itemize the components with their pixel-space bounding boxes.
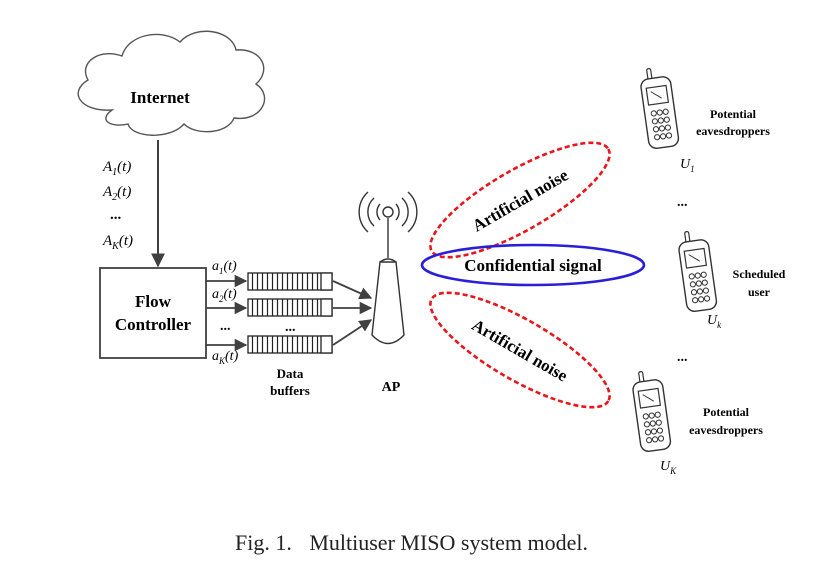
flow-controller-line1: Flow xyxy=(135,292,172,311)
buffers-label-line2: buffers xyxy=(270,383,310,398)
user-bottom-label2: eavesdroppers xyxy=(689,423,763,437)
user-top-label1: Potential xyxy=(710,107,757,121)
caption-figure-number: Fig. 1. xyxy=(234,530,292,555)
artificial-noise-label-top: Artificial noise xyxy=(469,165,572,235)
artificial-noise-beam-bottom xyxy=(429,291,611,409)
user-top-label2: eavesdroppers xyxy=(696,124,770,138)
arrival-ak: AK(t) xyxy=(102,233,133,252)
flow-controller-box xyxy=(99,267,207,359)
user-bottom-symbol: UK xyxy=(660,459,677,476)
access-point-icon xyxy=(358,191,418,345)
phone-icon-middle xyxy=(678,231,718,312)
internet-label: Internet xyxy=(130,88,190,107)
users-ellipsis-1: ... xyxy=(677,195,688,210)
data-buffer-1 xyxy=(247,272,333,291)
user-top-symbol: U1 xyxy=(680,157,695,174)
admission-a2: a2(t) xyxy=(212,287,237,304)
user-middle-symbol: Uk xyxy=(707,313,722,330)
arrival-a1: A1(t) xyxy=(102,159,131,178)
buffers-ellipsis: ... xyxy=(285,320,296,335)
caption-text: Multiuser MISO system model. xyxy=(309,530,589,555)
user-bottom-label1: Potential xyxy=(703,405,750,419)
user-middle-label2: user xyxy=(748,285,771,299)
users-ellipsis-2: ... xyxy=(677,350,688,365)
buffer-arrow-1 xyxy=(332,280,373,300)
figure-caption: Fig. 1. Multiuser MISO system model. xyxy=(0,530,823,556)
confidential-signal-beam xyxy=(420,243,646,287)
artificial-noise-beam-top xyxy=(429,141,611,259)
buffers-label-line1: Data xyxy=(277,366,304,381)
system-diagram: Internet A1(t) A2(t) AK(t) ... Flow Cont… xyxy=(77,30,786,476)
phone-icon-top xyxy=(640,68,680,149)
artificial-noise-label-bottom: Artificial noise xyxy=(469,315,572,385)
internet-cloud-icon xyxy=(77,30,266,136)
admission-ak: aK(t) xyxy=(212,349,239,366)
buffer-arrow-k xyxy=(332,319,373,346)
admission-a1: a1(t) xyxy=(212,259,237,276)
confidential-signal-label: Confidential signal xyxy=(464,256,602,275)
data-buffer-2 xyxy=(247,298,333,317)
phone-icon-bottom xyxy=(632,371,672,452)
arrivals-ellipsis: ... xyxy=(110,207,122,223)
ap-label: AP xyxy=(382,380,401,395)
admissions-ellipsis: ... xyxy=(220,319,231,334)
user-middle-label1: Scheduled xyxy=(733,267,786,281)
flow-controller-line2: Controller xyxy=(115,315,192,334)
arrival-a2: A2(t) xyxy=(102,184,131,203)
data-buffer-k xyxy=(247,335,333,354)
